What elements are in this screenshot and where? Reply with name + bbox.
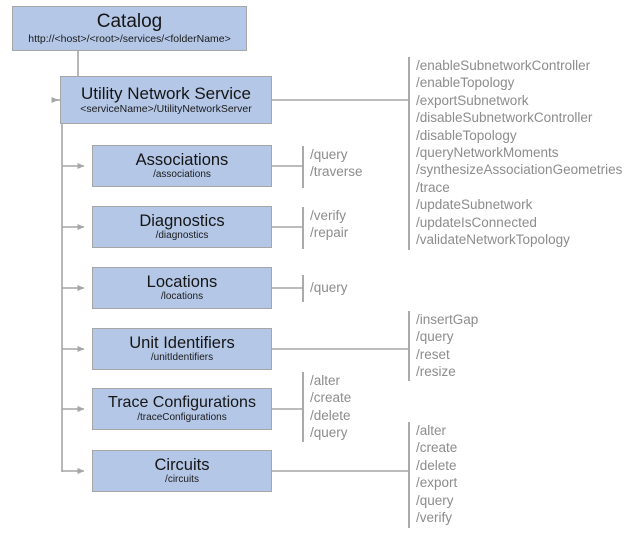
operation-item: /traverse xyxy=(310,164,363,180)
operation-item: /validateNetworkTopology xyxy=(416,232,570,248)
operation-item: /query xyxy=(416,492,454,508)
node-circuits-subtitle: /circuits xyxy=(165,473,199,485)
operation-list-circuits: /alter/create/delete/export/query/verify xyxy=(416,422,457,526)
operation-item: /export xyxy=(416,475,458,491)
node-catalog-subtitle: http://<host>/<root>/services/<folderNam… xyxy=(28,32,231,45)
node-circuits[interactable]: Circuits /circuits xyxy=(92,450,272,492)
operation-item: /verify xyxy=(416,510,453,526)
operation-item: /delete xyxy=(416,457,457,473)
node-utility-network-service-title: Utility Network Service xyxy=(80,83,252,103)
node-locations-subtitle: /locations xyxy=(160,290,204,302)
operation-item: /create xyxy=(310,390,352,406)
operation-item: /query xyxy=(310,425,348,441)
operation-item: /updateIsConnected xyxy=(416,214,537,230)
operation-item: /exportSubnetwork xyxy=(416,92,529,108)
node-catalog-title: Catalog xyxy=(96,11,163,33)
operation-item: /query xyxy=(310,147,348,162)
operation-item: /disableSubnetworkController xyxy=(416,110,593,126)
operation-item: /enableTopology xyxy=(416,75,515,91)
operation-item: /enableSubnetworkController xyxy=(416,58,591,73)
operation-list-unit-identifiers: /insertGap/query/reset/resize xyxy=(416,311,478,381)
node-unit-identifiers[interactable]: Unit Identifiers /unitIdentifiers xyxy=(92,328,272,370)
node-trace-configurations-title: Trace Configurations xyxy=(108,393,256,411)
node-associations[interactable]: Associations /associations xyxy=(92,145,272,187)
operation-item: /trace xyxy=(416,179,450,195)
node-diagnostics[interactable]: Diagnostics /diagnostics xyxy=(92,206,272,248)
operation-item: /disableTopology xyxy=(416,127,517,143)
node-circuits-title: Circuits xyxy=(154,455,210,474)
operation-item: /delete xyxy=(310,407,351,423)
operation-list-locations: /query xyxy=(310,279,348,296)
operation-item: /reset xyxy=(416,346,450,362)
operation-item: /alter xyxy=(416,423,447,438)
operation-item: /updateSubnetwork xyxy=(416,197,533,213)
node-utility-network-service-subtitle: <serviceName>/UtilityNetworkServer xyxy=(80,103,252,116)
node-associations-title: Associations xyxy=(135,150,229,169)
operation-item: /create xyxy=(416,440,458,456)
operation-item: /synthesizeAssociationGeometries xyxy=(416,162,623,178)
node-locations-title: Locations xyxy=(146,272,218,291)
operation-item: /verify xyxy=(310,208,347,223)
operation-item: /resize xyxy=(416,364,456,380)
operation-item: /queryNetworkMoments xyxy=(416,145,559,161)
operation-list-trace-configurations: /alter/create/delete/query xyxy=(310,372,351,442)
operation-list-diagnostics: /verify/repair xyxy=(310,207,348,242)
node-catalog[interactable]: Catalog http://<host>/<root>/services/<f… xyxy=(12,6,247,51)
operation-item: /query xyxy=(416,329,454,345)
node-utility-network-service[interactable]: Utility Network Service <serviceName>/Ut… xyxy=(60,76,272,124)
operation-item: /repair xyxy=(310,225,349,241)
operation-item: /insertGap xyxy=(416,312,479,327)
node-diagnostics-title: Diagnostics xyxy=(139,211,225,230)
node-associations-subtitle: /associations xyxy=(153,168,211,180)
operation-item: /query xyxy=(310,280,348,295)
operation-item: /alter xyxy=(310,373,341,388)
operation-list-associations: /query/traverse xyxy=(310,146,363,181)
node-diagnostics-subtitle: /diagnostics xyxy=(155,229,209,241)
node-trace-configurations-subtitle: /traceConfigurations xyxy=(137,411,227,423)
node-unit-identifiers-subtitle: /unitIdentifiers xyxy=(150,351,214,363)
node-locations[interactable]: Locations /locations xyxy=(92,267,272,309)
operation-list-utility-network-service: /enableSubnetworkController/enableTopolo… xyxy=(416,57,622,248)
node-trace-configurations[interactable]: Trace Configurations /traceConfiguration… xyxy=(92,388,272,430)
node-unit-identifiers-title: Unit Identifiers xyxy=(129,333,235,352)
